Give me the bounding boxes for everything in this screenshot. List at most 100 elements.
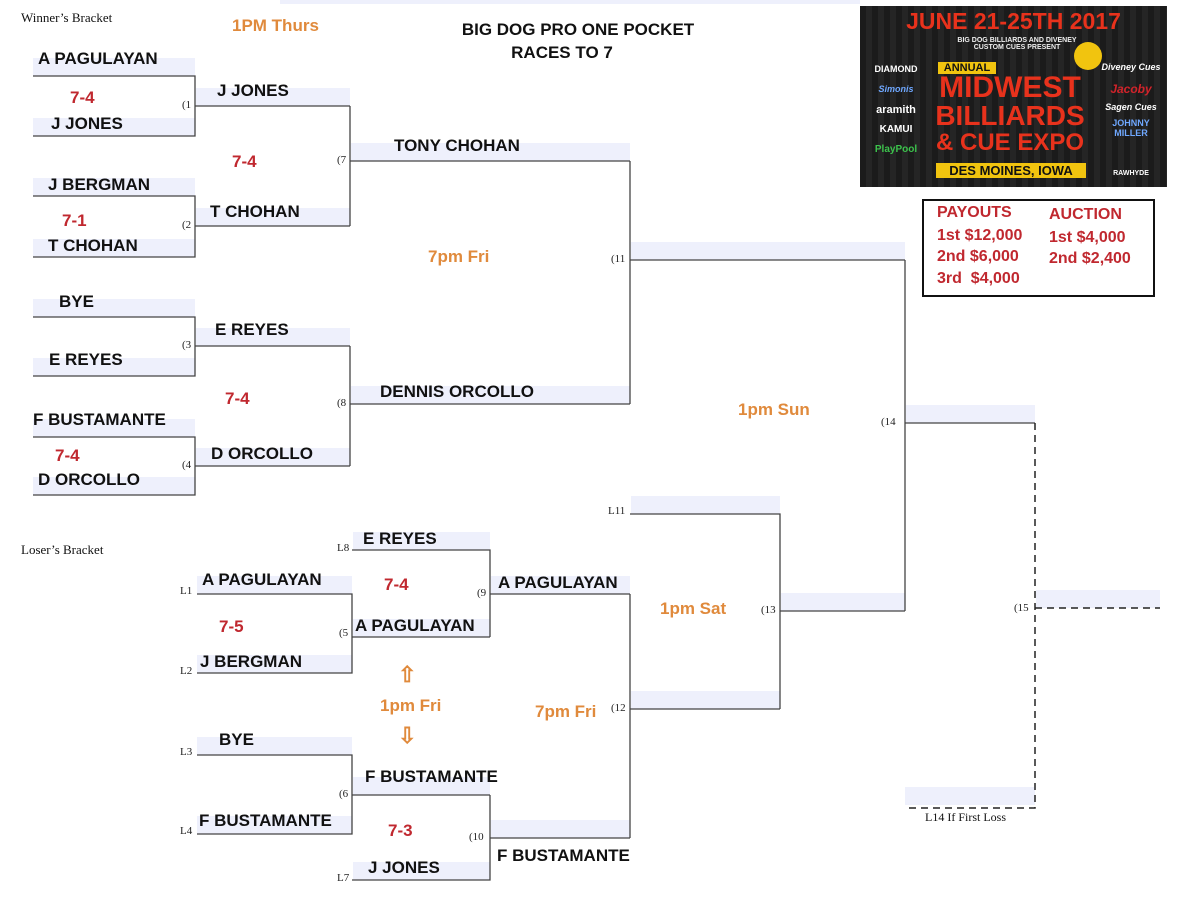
- match-score: 7-5: [219, 617, 244, 636]
- slot: [196, 448, 350, 466]
- auction-item: 2nd $2,400: [1049, 250, 1131, 267]
- player-name: T CHOHAN: [210, 202, 300, 221]
- slot: [33, 358, 195, 376]
- match-number: (14: [881, 416, 896, 428]
- arrow-down-icon: ⇩: [398, 723, 417, 748]
- slot: [197, 737, 352, 755]
- sponsor-logo: JOHNNY MILLER: [1112, 118, 1150, 138]
- sponsor-logo: RAWHYDE: [1113, 170, 1149, 177]
- poster-location: DES MOINES, IOWA: [936, 163, 1086, 178]
- schedule-time: 1PM Thurs: [232, 16, 319, 35]
- match-number: (13: [761, 604, 776, 616]
- player-name: J JONES: [217, 81, 289, 100]
- auction-item: 1st $4,000: [1049, 229, 1126, 246]
- match-number: (12: [611, 702, 626, 714]
- bulldog-logo-icon: [1074, 42, 1102, 70]
- slot: [196, 208, 350, 226]
- payout-item: 1st $12,000: [937, 227, 1023, 244]
- schedule-time: 1pm Sun: [738, 400, 810, 419]
- poster-annual: ANNUAL: [938, 62, 996, 74]
- player-name: T CHOHAN: [48, 236, 138, 255]
- player-name: A PAGULAYAN: [355, 616, 475, 635]
- match-7-line: [349, 106, 630, 226]
- sponsor-logo: Jacoby: [1110, 82, 1152, 96]
- schedule-time: 7pm Fri: [428, 247, 490, 266]
- match-number: (2: [182, 219, 192, 231]
- player-name: BYE: [219, 730, 254, 749]
- schedule-time: 7pm Fri: [535, 702, 597, 721]
- slot: [631, 496, 780, 514]
- match-5-line: [197, 593, 490, 674]
- match-score: 7-4: [225, 389, 250, 408]
- slot: [197, 655, 352, 673]
- payout-item: 2nd $6,000: [937, 248, 1019, 265]
- loser-ref: L3: [180, 746, 193, 758]
- match-1-line: [33, 75, 350, 137]
- match-number: (7: [337, 154, 347, 166]
- sponsor-logo: Diveney Cues: [1101, 62, 1161, 72]
- slot: [33, 118, 195, 136]
- loser-ref: L2: [180, 665, 193, 677]
- match-6-line: [197, 754, 490, 835]
- sponsor-logo: KAMUI: [879, 124, 913, 135]
- winners-bracket-label: Winner’s Bracket: [21, 10, 113, 25]
- match-number: (10: [469, 831, 484, 843]
- match-number: (4: [182, 459, 192, 471]
- player-name: E REYES: [215, 320, 289, 339]
- slot: [197, 816, 352, 834]
- slot: [631, 242, 905, 260]
- slot: [351, 143, 630, 161]
- match-2-line: [33, 195, 350, 258]
- slot: [1036, 590, 1160, 608]
- loser-ref: L7: [337, 872, 350, 884]
- match-8-line: [349, 346, 630, 466]
- sponsor-logo: Simonis: [878, 84, 914, 94]
- poster-line2: BILLIARDS: [935, 100, 1085, 131]
- player-name: F BUSTAMANTE: [33, 410, 166, 429]
- slot: [351, 386, 630, 404]
- page-subtitle: RACES TO 7: [511, 43, 613, 62]
- schedule-time: 1pm Fri: [380, 696, 442, 715]
- player-name: A PAGULAYAN: [498, 573, 618, 592]
- loser-ref: L8: [337, 542, 350, 554]
- slot: [781, 593, 905, 611]
- match-9-line: [352, 549, 630, 637]
- player-name: E REYES: [363, 529, 437, 548]
- slot: [33, 239, 195, 257]
- slot: [491, 576, 630, 594]
- match-number: (3: [182, 339, 192, 351]
- match-number: (15: [1014, 602, 1029, 614]
- loser-ref: L1: [180, 585, 193, 597]
- match-3-line: [33, 316, 350, 377]
- poster-date: JUNE 21-25TH 2017: [906, 8, 1121, 34]
- arrow-up-icon: ⇧: [398, 662, 417, 687]
- slot: [631, 691, 780, 709]
- poster-line3: & CUE EXPO: [935, 129, 1085, 156]
- slot: [33, 419, 195, 437]
- match-10-line: [352, 795, 630, 881]
- match-score: 7-4: [232, 152, 257, 171]
- match-11-line: [629, 161, 905, 404]
- slot: [353, 619, 490, 637]
- player-name: A PAGULAYAN: [38, 49, 158, 68]
- player-name: E REYES: [49, 350, 123, 369]
- player-name: DENNIS ORCOLLO: [380, 382, 534, 401]
- schedule-time: 1pm Sat: [660, 599, 727, 618]
- losers-bracket-label: Loser’s Bracket: [21, 542, 104, 557]
- match-13-line: [630, 513, 905, 709]
- match-score: 7-1: [62, 211, 87, 230]
- player-name: J BERGMAN: [48, 175, 151, 194]
- match-4-line: [33, 436, 350, 496]
- player-name: D ORCOLLO: [211, 444, 313, 463]
- page-title: BIG DOG PRO ONE POCKET: [461, 20, 695, 39]
- payouts-box: PAYOUTS 1st $12,000 2nd $6,000 3rd $4,00…: [922, 199, 1155, 297]
- match-score: 7-4: [384, 575, 409, 594]
- sponsor-logo: aramith: [876, 104, 916, 116]
- slot: [491, 820, 630, 838]
- slot: [905, 787, 1035, 805]
- match-number: (5: [339, 627, 349, 639]
- match-12-line: [629, 594, 780, 838]
- player-name: F BUSTAMANTE: [497, 846, 630, 865]
